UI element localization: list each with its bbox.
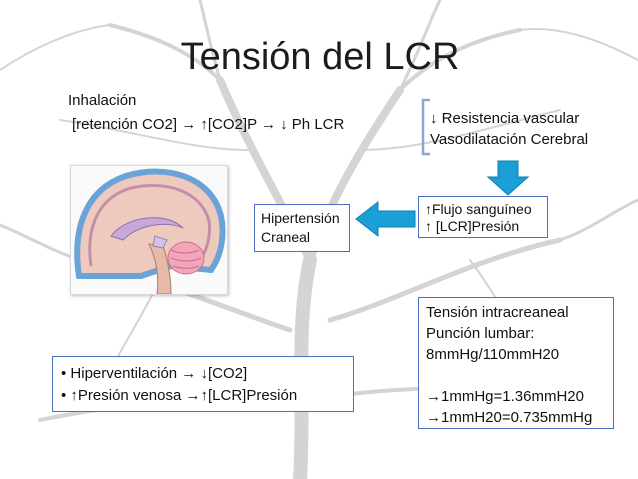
tension-line-2: Punción lumbar: xyxy=(426,325,535,342)
brain-sagittal-icon xyxy=(74,168,226,295)
blood-flow-box: ↑Flujo sanguíneo ↑ [LCR]Presión xyxy=(418,196,548,238)
resistance-line-1: ↓ Resistencia vascular xyxy=(430,110,580,127)
tension-line-5: →1mmH20=0.735mmHg xyxy=(426,409,593,426)
bullet-item: • Hiperventilación → ↓[CO2] xyxy=(61,365,248,382)
tension-line-4: →1mmHg=1.36mmH20 xyxy=(426,388,584,405)
flow-line-2: ↑ [LCR]Presión xyxy=(425,218,520,234)
inhalation-chain: [retención CO2] → ↑[CO2]P → ↓ Ph LCR xyxy=(72,116,345,133)
resistance-line-2: Vasodilatación Cerebral xyxy=(430,131,589,148)
down-arrow-icon xyxy=(486,160,530,196)
vascular-resistance-text: ↓ Resistencia vascular Vasodilatación Ce… xyxy=(430,108,588,150)
bullet-item: • ↑Presión venosa →↑[LCR]Presión xyxy=(61,387,298,404)
inhalation-label: Inhalación xyxy=(68,92,137,109)
tension-line-1: Tensión intracreaneal xyxy=(426,304,569,321)
tension-spacer xyxy=(426,365,606,386)
flow-line-1: ↑Flujo sanguíneo xyxy=(425,201,532,217)
bracket-icon xyxy=(421,98,430,156)
hypertension-line-2: Craneal xyxy=(261,229,311,245)
intracranial-tension-box: Tensión intracreaneal Punción lumbar: 8m… xyxy=(418,297,614,429)
bullet-list-box: • Hiperventilación → ↓[CO2] • ↑Presión v… xyxy=(52,356,354,412)
tension-line-3: 8mmHg/110mmH20 xyxy=(426,346,560,363)
slide-title: Tensión del LCR xyxy=(180,36,460,78)
hypertension-box: Hipertensión Craneal xyxy=(254,204,350,252)
hypertension-line-1: Hipertensión xyxy=(261,210,340,226)
left-arrow-icon xyxy=(355,200,416,238)
brain-illustration xyxy=(70,165,228,295)
